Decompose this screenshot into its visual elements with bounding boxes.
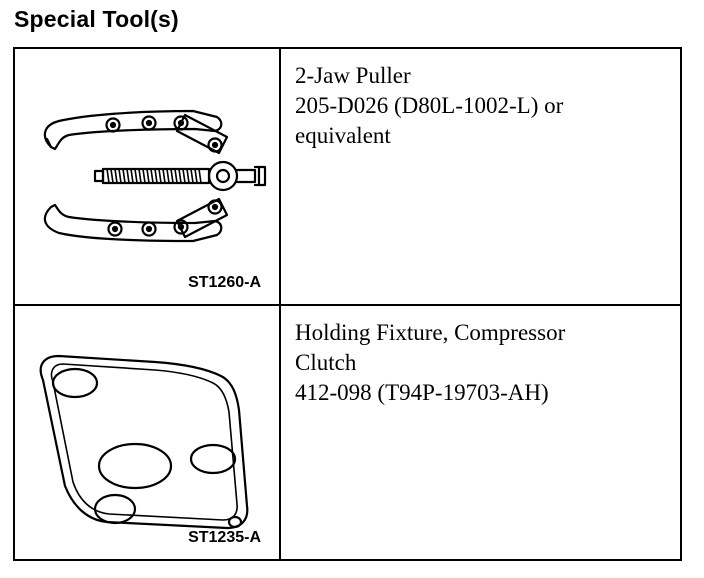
table-row: ST1235-A Holding Fixture, Compressor Clu…: [15, 306, 680, 559]
table-row: ST1260-A 2-Jaw Puller 205-D026 (D80L-100…: [15, 49, 680, 306]
section-heading: Special Tool(s): [14, 6, 179, 32]
tool-code: ST1235-A: [188, 529, 261, 546]
tool-description-cell: 2-Jaw Puller 205-D026 (D80L-1002-L) or e…: [281, 49, 680, 304]
tool-image-cell: ST1260-A: [15, 49, 281, 304]
tool-name: 2-Jaw Puller: [295, 63, 411, 88]
tool-code: ST1260-A: [188, 274, 261, 291]
special-tools-table: ST1260-A 2-Jaw Puller 205-D026 (D80L-100…: [13, 47, 682, 561]
tool-name-line-1: Holding Fixture, Compressor: [295, 320, 566, 345]
tool-part-number: 412-098 (T94P-19703-AH): [295, 380, 549, 405]
holding-fixture-icon: [39, 354, 249, 530]
tool-part-number: 205-D026 (D80L-1002-L) or: [295, 93, 564, 118]
two-jaw-puller-icon: [43, 109, 267, 243]
tool-note: equivalent: [295, 123, 391, 148]
tool-image-cell: ST1235-A: [15, 306, 281, 559]
tool-description-cell: Holding Fixture, Compressor Clutch 412-0…: [281, 306, 680, 559]
tool-name-line-2: Clutch: [295, 350, 357, 375]
